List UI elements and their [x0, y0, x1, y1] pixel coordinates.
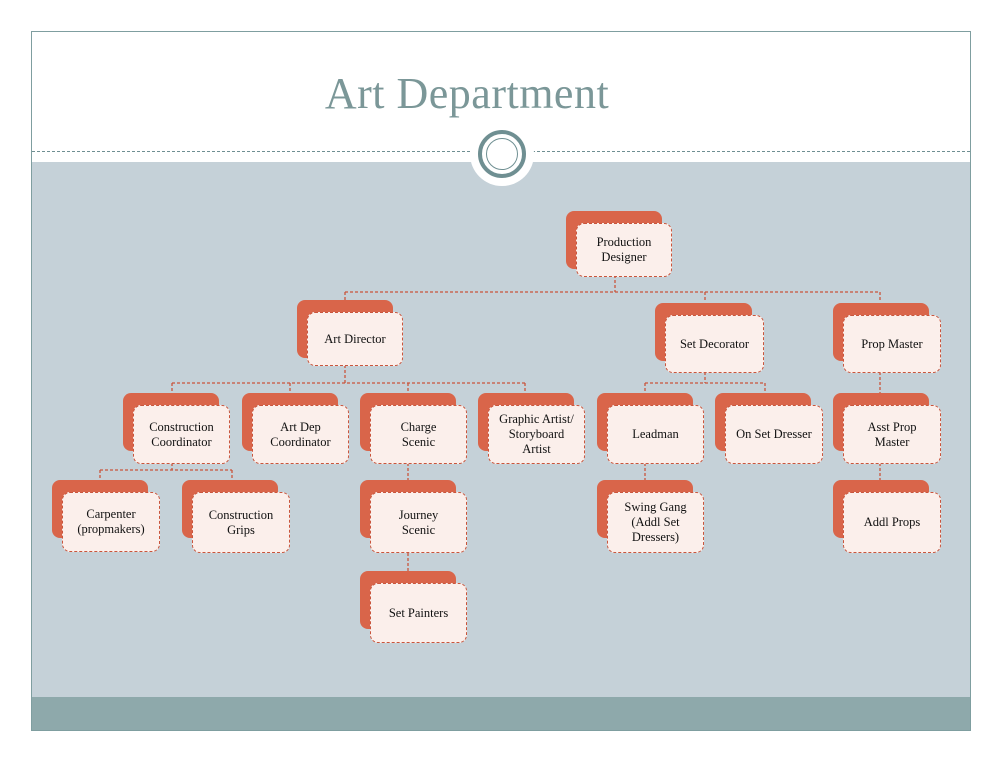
org-node-production-designer: Production Designer — [566, 211, 676, 277]
org-node-art-dep-coordinator: Art Dep Coordinator — [242, 393, 350, 464]
node-label: Asst Prop Master — [843, 405, 941, 464]
node-label: Set Decorator — [665, 315, 764, 373]
header-circle-inner — [486, 138, 518, 170]
node-label: On Set Dresser — [725, 405, 823, 464]
slide-title: Art Department — [324, 69, 610, 118]
org-node-construction-grips: Construction Grips — [182, 480, 291, 553]
org-node-swing-gang: Swing Gang (Addl Set Dressers) — [597, 480, 705, 553]
org-node-graphic-artist: Graphic Artist/ Storyboard Artist — [478, 393, 586, 464]
org-node-charge-scenic: Charge Scenic — [360, 393, 468, 464]
org-node-set-painters: Set Painters — [360, 571, 468, 643]
org-node-journey-scenic: Journey Scenic — [360, 480, 468, 553]
org-node-carpenter: Carpenter (propmakers) — [52, 480, 161, 552]
org-node-addl-props: Addl Props — [833, 480, 942, 553]
org-node-art-director: Art Director — [297, 300, 405, 366]
node-label: Leadman — [607, 405, 704, 464]
org-node-prop-master: Prop Master — [833, 303, 942, 373]
org-node-on-set-dresser: On Set Dresser — [715, 393, 824, 464]
org-node-leadman: Leadman — [597, 393, 705, 464]
node-label: Construction Coordinator — [133, 405, 230, 464]
node-label: Carpenter (propmakers) — [62, 492, 160, 552]
node-label: Art Dep Coordinator — [252, 405, 349, 464]
node-label: Set Painters — [370, 583, 467, 643]
node-label: Swing Gang (Addl Set Dressers) — [607, 492, 704, 553]
node-label: Graphic Artist/ Storyboard Artist — [488, 405, 585, 464]
node-label: Construction Grips — [192, 492, 290, 553]
node-label: Charge Scenic — [370, 405, 467, 464]
node-label: Addl Props — [843, 492, 941, 553]
org-node-asst-prop-master: Asst Prop Master — [833, 393, 942, 464]
node-label: Art Director — [307, 312, 403, 366]
org-node-construction-coordinator: Construction Coordinator — [123, 393, 231, 464]
org-node-set-decorator: Set Decorator — [655, 303, 765, 373]
node-label: Journey Scenic — [370, 492, 467, 553]
node-label: Production Designer — [576, 223, 672, 277]
node-label: Prop Master — [843, 315, 941, 373]
footer-bar — [32, 697, 970, 730]
